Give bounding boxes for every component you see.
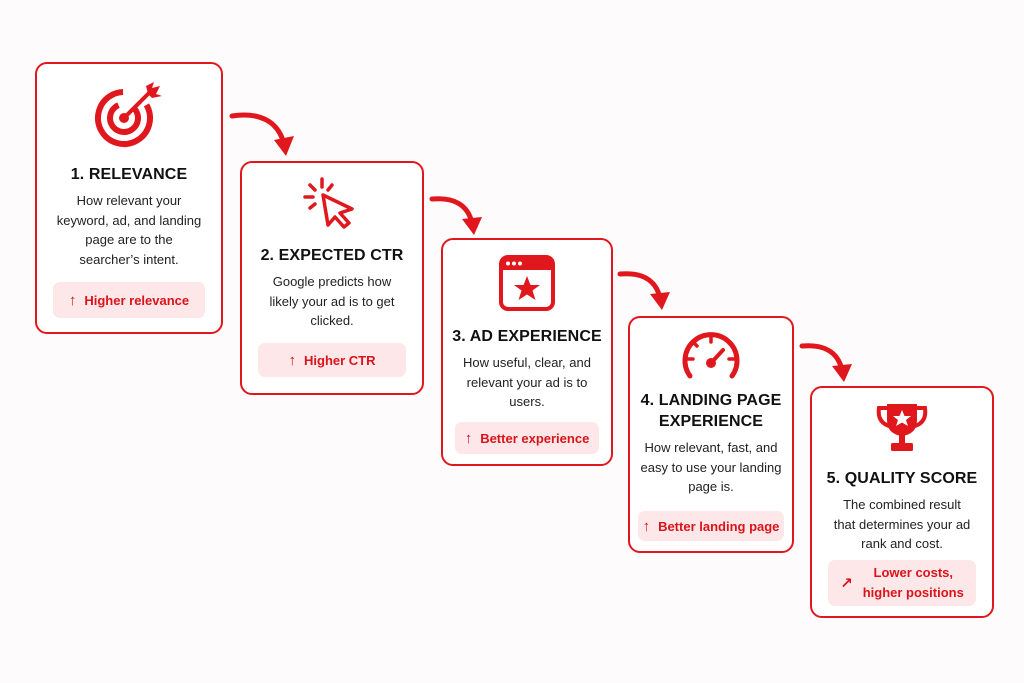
step-title: 1. RELEVANCE — [70, 166, 188, 183]
arrow-up-icon: ↑ — [642, 517, 651, 535]
step-description: The combined result that determines your… — [833, 497, 971, 551]
step-title: 2. EXPECTED CTR — [260, 247, 404, 264]
arrow-up-icon: ↑ — [464, 429, 473, 447]
trophy-icon — [876, 404, 928, 451]
step-description: Google predicts how likely your ad is to… — [269, 274, 395, 328]
step-card-relevance: 1. RELEVANCE How relevant your keyword, … — [35, 62, 223, 334]
step-badge: ↑ Higher CTR — [258, 343, 406, 377]
step-card-ad-experience: 3. AD EXPERIENCE How useful, clear, and … — [441, 238, 613, 466]
speedometer-icon — [682, 332, 740, 379]
step-badge: ↑ Better landing page — [638, 511, 784, 541]
step-badge: ↑ Better experience — [455, 422, 599, 454]
cursor-click-icon — [303, 177, 354, 229]
step-badge: ↑ Higher relevance — [53, 282, 205, 318]
target-icon — [95, 82, 162, 147]
flow-arrow-icon — [617, 271, 670, 310]
arrow-up-icon: ↑ — [288, 351, 297, 369]
step-description: How relevant your keyword, ad, and landi… — [56, 193, 202, 267]
step-title: 5. QUALITY SCORE — [826, 470, 978, 487]
step-card-quality-score: 5. QUALITY SCORE The combined result tha… — [810, 386, 994, 618]
flow-arrow-icon — [229, 112, 294, 156]
browser-star-icon — [499, 255, 555, 311]
step-card-expected-ctr: 2. EXPECTED CTR Google predicts how like… — [240, 161, 424, 395]
step-description: How relevant, fast, and easy to use your… — [640, 440, 782, 494]
step-card-landing-page-experience: 4. LANDING PAGE EXPERIENCE How relevant,… — [628, 316, 794, 553]
flow-arrow-icon — [429, 196, 482, 235]
step-title: 3. AD EXPERIENCE — [452, 328, 602, 345]
arrow-up-icon: ↑ — [68, 291, 77, 309]
step-title: 4. LANDING PAGE EXPERIENCE — [640, 392, 782, 430]
step-description: How useful, clear, and relevant your ad … — [463, 355, 591, 409]
step-badge: ↗ Lower costs, higher positions — [828, 560, 976, 606]
flow-arrow-icon — [799, 343, 852, 382]
arrow-up-right-icon: ↗ — [840, 575, 853, 592]
